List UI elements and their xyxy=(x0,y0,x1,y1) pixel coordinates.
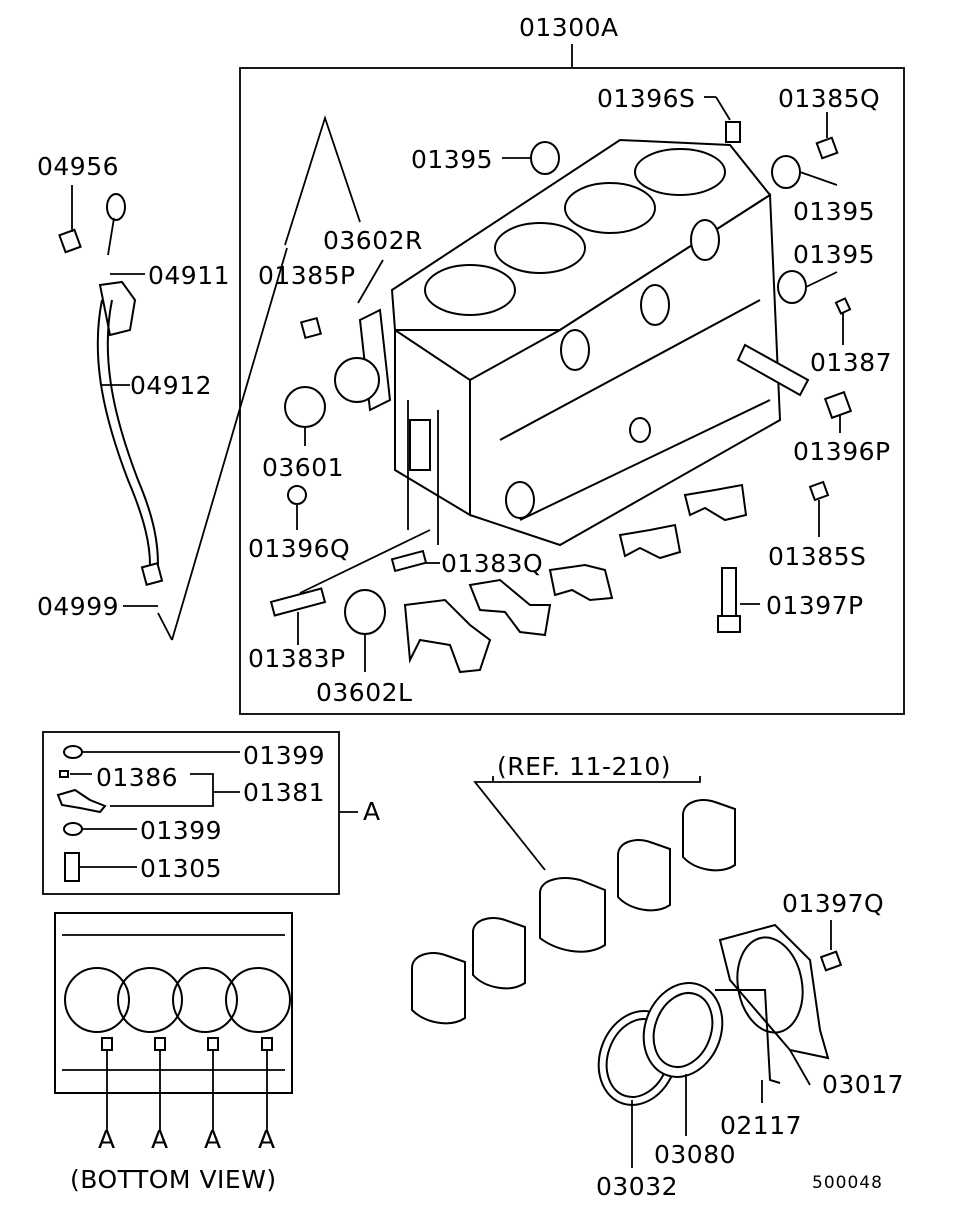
leader-v-01385P xyxy=(284,115,361,246)
label-03032: 03032 xyxy=(596,1172,678,1201)
label-01386: 01386 xyxy=(96,763,178,792)
dipstick-assembly xyxy=(58,185,164,607)
leader-04999-tip xyxy=(157,612,173,641)
label-01385S: 01385S xyxy=(768,542,866,571)
label-03080: 03080 xyxy=(654,1140,736,1169)
label-01385P: 01385P xyxy=(258,261,356,290)
label-A-box: A xyxy=(363,797,381,826)
label-01383P: 01383P xyxy=(248,644,346,673)
cylinder-block-drawing xyxy=(358,138,810,547)
label-03602R: 03602R xyxy=(323,226,423,255)
leader-ref xyxy=(473,776,701,871)
label-01396Q: 01396Q xyxy=(248,534,350,563)
label-A-4: A xyxy=(258,1125,276,1154)
label-03017: 03017 xyxy=(822,1070,904,1099)
label-04956: 04956 xyxy=(37,152,119,181)
label-01396S: 01396S xyxy=(597,84,695,113)
label-bottom-view: (BOTTOM VIEW) xyxy=(70,1165,277,1194)
label-01396P: 01396P xyxy=(793,437,891,466)
bottom-view-drawing xyxy=(54,912,293,1130)
leader-dipstick-long xyxy=(171,247,288,641)
label-01381: 01381 xyxy=(243,778,325,807)
label-01387: 01387 xyxy=(810,348,892,377)
label-01395-c: 01395 xyxy=(793,240,875,269)
label-01397Q: 01397Q xyxy=(782,889,884,918)
label-01385Q: 01385Q xyxy=(778,84,880,113)
label-ref: (REF. 11-210) xyxy=(497,752,671,781)
label-01305: 01305 xyxy=(140,854,222,883)
label-01383Q: 01383Q xyxy=(441,549,543,578)
label-A-1: A xyxy=(98,1125,116,1154)
label-02117: 02117 xyxy=(720,1111,802,1140)
detail-box-A xyxy=(42,731,340,895)
label-01395-a: 01395 xyxy=(411,145,493,174)
part-labels: 01300A 01396S 01385Q 01395 01395 01395 0… xyxy=(37,13,904,1201)
label-01395-b: 01395 xyxy=(793,197,875,226)
label-A-2: A xyxy=(151,1125,169,1154)
label-04999: 04999 xyxy=(37,592,119,621)
label-04912: 04912 xyxy=(130,371,212,400)
label-01399-a: 01399 xyxy=(243,741,325,770)
label-04911: 04911 xyxy=(148,261,230,290)
label-03601: 03601 xyxy=(262,453,344,482)
crank-bearing-shells xyxy=(411,799,736,1025)
label-01397P: 01397P xyxy=(766,591,864,620)
bearing-caps xyxy=(403,483,748,674)
diagram-number: 500048 xyxy=(812,1173,883,1193)
label-01300A: 01300A xyxy=(519,13,619,42)
label-01399-b: 01399 xyxy=(140,816,222,845)
detail-box-parts xyxy=(56,745,240,882)
block-small-parts xyxy=(269,96,853,672)
rear-seal-parts xyxy=(597,920,843,1168)
label-A-3: A xyxy=(204,1125,222,1154)
label-03602L: 03602L xyxy=(316,678,412,707)
